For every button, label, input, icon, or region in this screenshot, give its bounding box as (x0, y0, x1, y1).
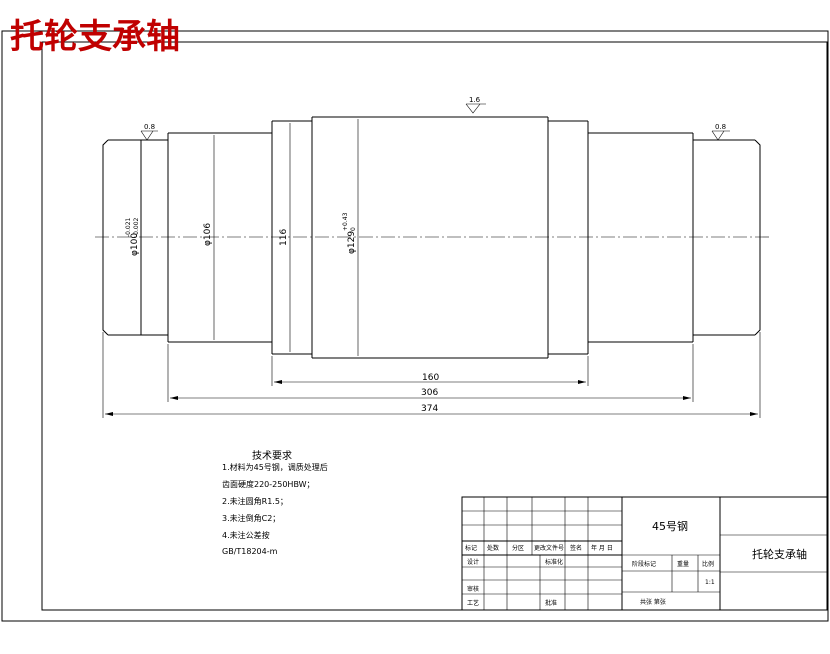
title-block: 45号钢 托轮支承轴 标记 处数 分区 更改文件号 签名 年 月 日 设计 审核… (461, 496, 828, 611)
inner-frame (41, 41, 828, 611)
length-dim-374: 374 (105, 404, 758, 416)
surface-finish-right: 0.8 (711, 123, 730, 141)
body-tol-lower: 0 (350, 227, 357, 231)
tech-line-3: 2.未注圆角R1.5； (222, 496, 288, 506)
outer-border (1, 30, 829, 622)
journal-tol-lower: -0.002 (133, 217, 140, 237)
tech-heading: 技术要求 (252, 449, 292, 462)
shoulder-diameter: φ106 (203, 223, 213, 246)
body-tol-upper: +0.43 (342, 212, 349, 231)
length-dim-160: 160 (274, 373, 586, 384)
body-diameter: φ129 (347, 231, 357, 254)
row-label-review: 审核 (467, 585, 479, 593)
scale-label: 比例 (702, 560, 714, 568)
journal-diameter: φ100 (130, 233, 140, 256)
surface-finish-top: 1.6 (465, 96, 486, 114)
part-name-label: 托轮支承轴 (752, 547, 807, 561)
header-label-5: 签名 (570, 544, 582, 552)
header-label-2: 处数 (487, 544, 499, 552)
tech-line-5: 4.未注公差按 (222, 530, 270, 540)
sheet-label: 共张 第张 (640, 598, 666, 606)
surface-finish-left: 0.8 (140, 123, 158, 141)
svg-text:0.8: 0.8 (144, 123, 155, 131)
length-dim-306: 306 (170, 388, 691, 400)
mid-label-standard: 标准化 (545, 558, 563, 566)
svg-text:374: 374 (421, 404, 438, 414)
svg-text:0.8: 0.8 (715, 123, 726, 131)
row-label-design: 设计 (467, 558, 479, 566)
journal-tol-upper: -0.021 (125, 217, 132, 237)
header-label-3: 分区 (512, 544, 524, 552)
material-label: 45号钢 (652, 520, 688, 533)
row-label-process: 工艺 (467, 599, 479, 607)
mid-label-approve: 批准 (545, 599, 557, 607)
svg-text:160: 160 (422, 373, 439, 383)
tech-line-4: 3.未注倒角C2； (222, 513, 280, 523)
tech-line-6: GB/T18204-m (222, 547, 278, 556)
header-label-6: 年 月 日 (591, 544, 613, 552)
diameter-dimension-lines (140, 119, 359, 356)
header-label-1: 标记 (465, 544, 477, 552)
tech-requirements: 技术要求 1.材料为45号钢，调质处理后 齿面硬度220-250HBW； 2.未… (222, 449, 328, 556)
svg-text:306: 306 (421, 388, 438, 398)
tech-line-2: 齿面硬度220-250HBW； (222, 479, 315, 489)
weight-label: 重量 (677, 560, 689, 568)
extension-lines (102, 332, 761, 418)
middle-diameter: 116 (279, 229, 289, 246)
tech-line-1: 1.材料为45号钢，调质处理后 (222, 462, 328, 472)
stage-label: 阶段标记 (632, 560, 656, 568)
drawing-title: 托轮支承轴 (10, 17, 180, 57)
svg-text:1.6: 1.6 (469, 96, 481, 104)
scale-value: 1:1 (705, 579, 715, 586)
shaft-outline (102, 116, 761, 359)
header-label-4: 更改文件号 (534, 544, 564, 552)
